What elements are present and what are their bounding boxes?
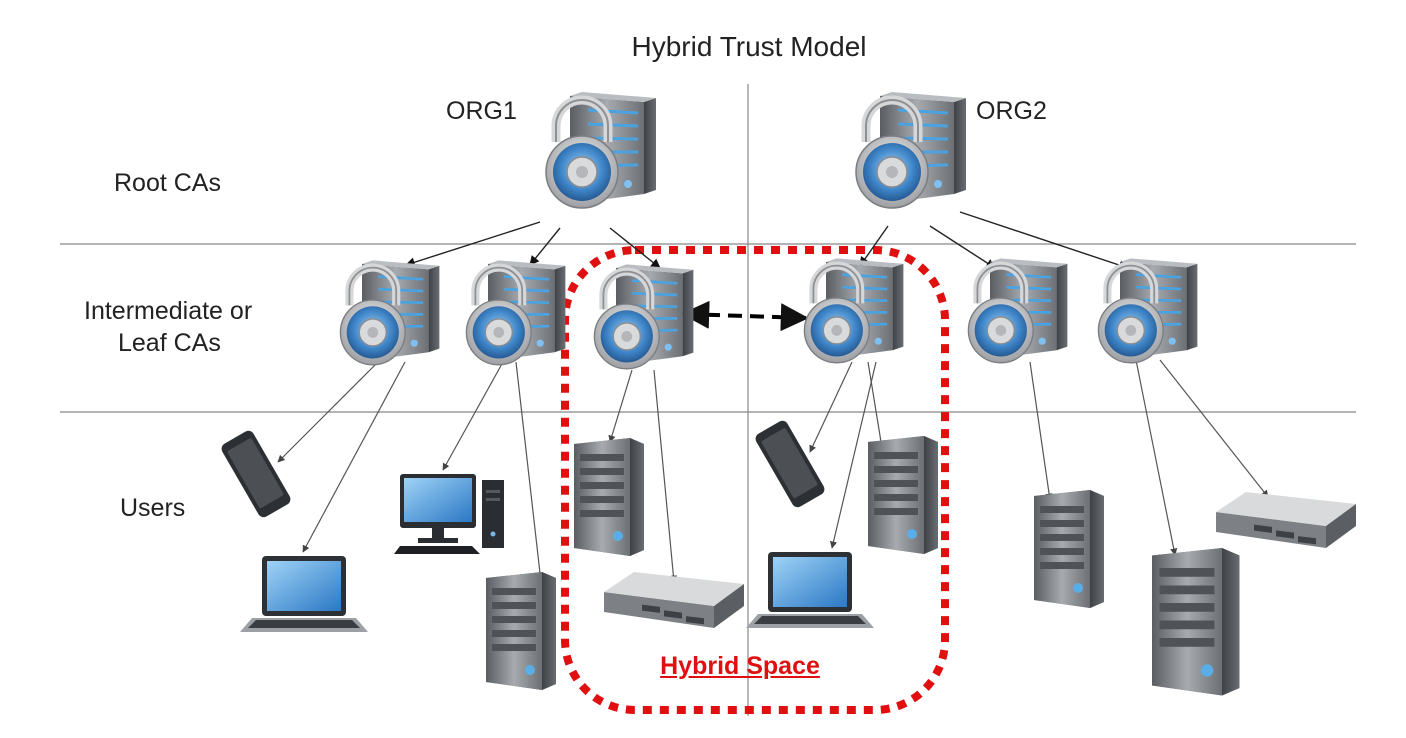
server-lock-icon	[340, 260, 439, 364]
laptop-icon	[746, 552, 874, 628]
server-lock-icon	[594, 264, 693, 368]
rack-server-icon	[604, 572, 744, 628]
user-links	[277, 359, 1269, 583]
server-lock-icon	[546, 92, 656, 208]
tier-label-users: Users	[120, 494, 186, 522]
server-lock-icon	[466, 260, 565, 364]
tier-label-intermediate-line2: Leaf CAs	[118, 329, 221, 357]
server-lock-icon	[804, 258, 903, 362]
cross-certification-link	[681, 300, 809, 332]
org1-label: ORG1	[446, 97, 517, 125]
phone-icon	[219, 428, 293, 520]
server-lock-icon	[856, 92, 966, 208]
hybrid-space-boundary	[561, 246, 949, 714]
laptop-icon	[240, 556, 368, 632]
phone-icon	[753, 418, 827, 510]
server-icon	[868, 436, 938, 554]
hybrid-space-label: Hybrid Space	[660, 652, 820, 680]
server-icon	[486, 572, 556, 690]
server-icon	[1034, 490, 1104, 608]
server-lock-icon	[1098, 258, 1197, 362]
diagram-title: Hybrid Trust Model	[631, 31, 867, 62]
desktop-icon	[394, 474, 504, 554]
root-links	[405, 211, 1129, 270]
tier-label-intermediate-line1: Intermediate or	[84, 297, 253, 325]
server-lock-icon	[968, 258, 1067, 362]
tier-label-root: Root CAs	[114, 169, 221, 197]
server-icon	[1152, 548, 1240, 696]
server-icon	[574, 438, 644, 556]
org2-label: ORG2	[976, 97, 1047, 125]
rack-server-icon	[1216, 492, 1356, 548]
